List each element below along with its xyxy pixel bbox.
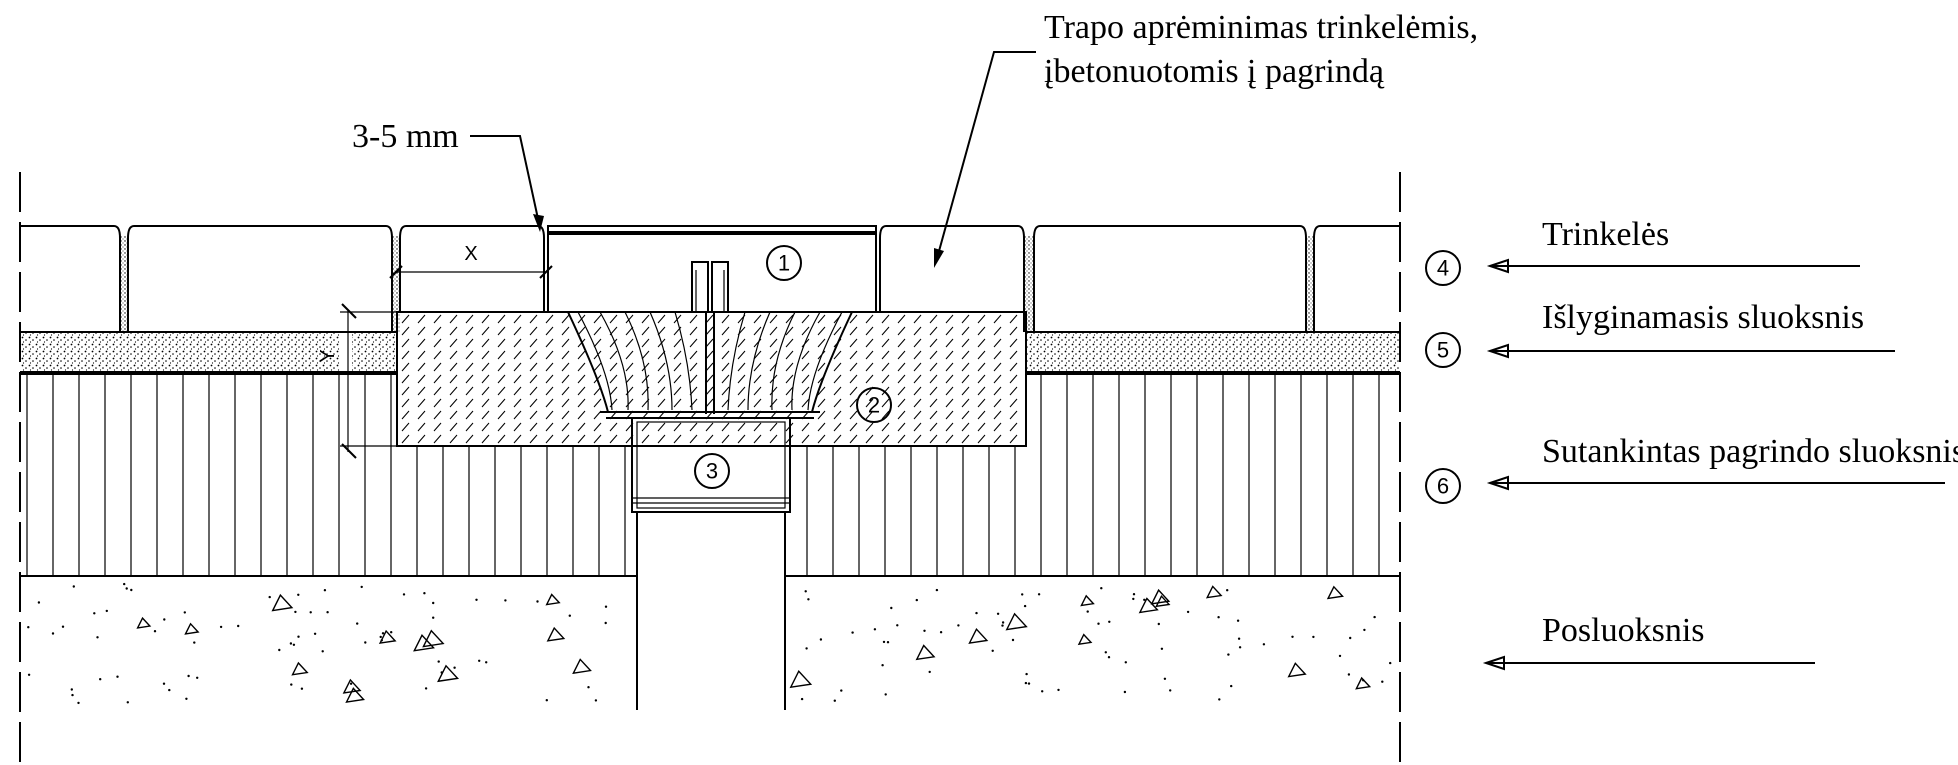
layer-callout-5: 5 Išlyginamasis sluoksnis: [1425, 299, 1895, 368]
drain-grate: [547, 225, 877, 313]
part-number-3: 3: [706, 459, 718, 484]
dimension-x: X: [389, 243, 553, 279]
layer-label-subbase: Posluoksnis: [1542, 612, 1705, 649]
gap-callout: 3-5 mm: [352, 118, 544, 232]
layer-callout-6: 6 Sutankintas pagrindo sluoksnis: [1425, 433, 1958, 504]
frame-note-line2: įbetonuotomis į pagrindą: [1044, 53, 1385, 90]
dimension-y-label: Y: [317, 349, 339, 362]
layer-label-pavers: Trinkelės: [1542, 216, 1669, 253]
part-number-2: 2: [868, 393, 880, 418]
layer-callout-4: 4 Trinkelės: [1425, 216, 1860, 286]
drain-pipe: [636, 512, 786, 710]
layer-legend: 4 Trinkelės 5 Išlyginamasis sluoksnis 6 …: [1425, 216, 1958, 671]
layer-number-4: 4: [1437, 256, 1449, 281]
layer-number-5: 5: [1437, 338, 1449, 363]
layer-label-leveling: Išlyginamasis sluoksnis: [1542, 299, 1864, 336]
dimension-x-label: X: [464, 243, 477, 265]
leveling-layer: [20, 331, 1400, 373]
layer-number-6: 6: [1437, 474, 1449, 499]
frame-note-line1: Trapo aprėminimas trinkelėmis,: [1044, 9, 1478, 46]
dimension-y: Y: [317, 303, 397, 459]
layer-callout-subbase: Posluoksnis: [1482, 612, 1815, 671]
frame-note-callout: Trapo aprėminimas trinkelėmis, įbetonuot…: [934, 9, 1478, 268]
layer-label-base: Sutankintas pagrindo sluoksnis: [1542, 433, 1958, 470]
paving-blocks: [20, 225, 1400, 333]
gap-label: 3-5 mm: [352, 118, 459, 155]
part-number-1: 1: [778, 251, 790, 276]
drain-funnel: [566, 311, 854, 419]
subbase-layer: [20, 578, 1400, 710]
concrete-bedding: [396, 311, 1027, 447]
part-number-markers: 1 2 3: [694, 245, 892, 489]
